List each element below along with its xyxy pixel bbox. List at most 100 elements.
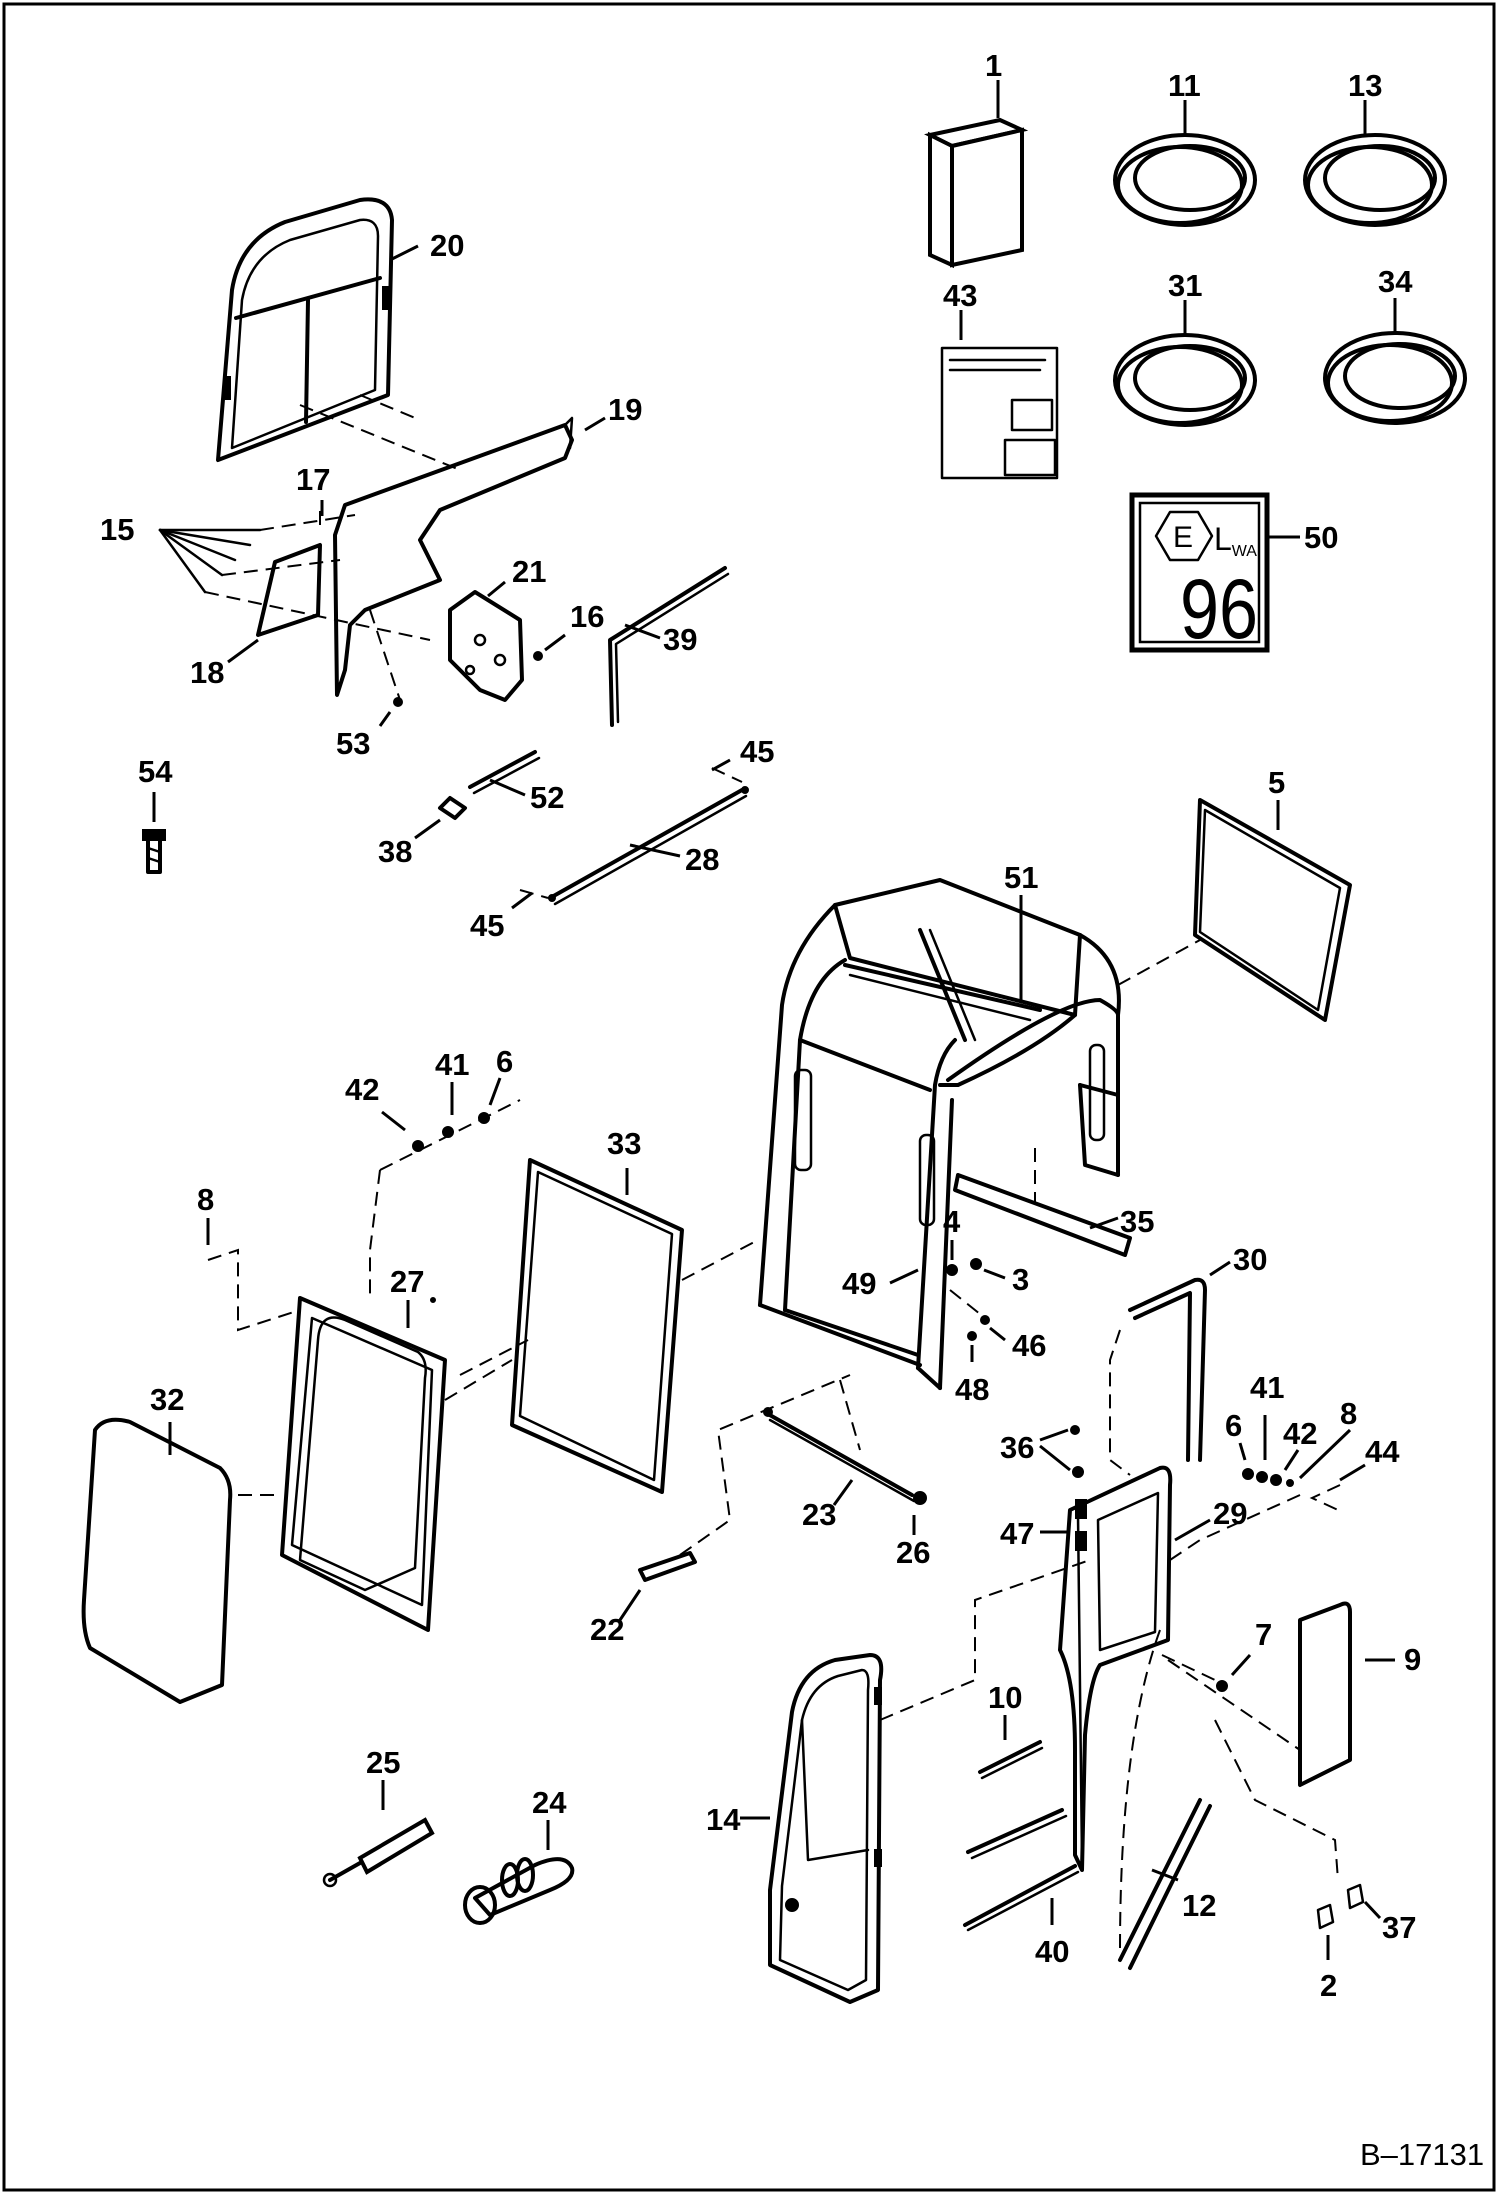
part-28-rail: [548, 788, 748, 906]
callout-13: 13: [1348, 68, 1382, 103]
part-3-nut: [970, 1258, 1006, 1280]
callout-36: 36: [1000, 1430, 1034, 1465]
callout-24: 24: [532, 1785, 567, 1820]
part-46-screw: [949, 1289, 1006, 1342]
callout-54: 54: [138, 754, 173, 789]
part-48-screw: [967, 1331, 977, 1362]
part-15-screws: [158, 514, 431, 641]
part-10-strip: [978, 1715, 1044, 1780]
part-7-screw: [1161, 1653, 1252, 1692]
part-18-plate: [227, 543, 322, 664]
callout-45-bottom: 45: [470, 908, 504, 943]
part-50-sound-decal: E LWA 96: [1129, 492, 1300, 656]
callout-31: 31: [1168, 268, 1202, 303]
callout-labels: 1 11 13 43 31 34 50 20 19 17 15 21 16 39…: [100, 48, 1421, 2003]
callout-3: 3: [1012, 1262, 1029, 1297]
part-43-manual: [940, 310, 1059, 480]
callout-4: 4: [943, 1204, 961, 1239]
callout-8-left: 8: [197, 1182, 214, 1217]
part-6-nut-right: [1238, 1442, 1254, 1480]
decal-symbol: E: [1173, 521, 1193, 554]
callout-48: 48: [955, 1372, 989, 1407]
callout-30: 30: [1233, 1242, 1267, 1277]
callout-16: 16: [570, 599, 604, 634]
callout-49: 49: [842, 1266, 876, 1301]
part-35-crossbar: [953, 1148, 1132, 1257]
callout-28: 28: [685, 842, 719, 877]
callout-2: 2: [1320, 1968, 1337, 2003]
part-41-washer-right: [1256, 1415, 1268, 1483]
callout-10: 10: [988, 1680, 1022, 1715]
part-19-rear-panel: [333, 416, 606, 697]
part-13-seal-coil: [1303, 100, 1447, 227]
callout-22: 22: [590, 1612, 624, 1647]
callout-20: 20: [430, 228, 464, 263]
callout-12: 12: [1182, 1888, 1216, 1923]
callout-23: 23: [802, 1497, 836, 1532]
part-41-washer-left: [442, 1082, 454, 1138]
callout-5: 5: [1268, 765, 1285, 800]
part-39-seal-strip: [608, 566, 730, 727]
callout-34: 34: [1378, 264, 1413, 299]
callout-47: 47: [1000, 1516, 1034, 1551]
callout-51: 51: [1004, 860, 1038, 895]
callout-21: 21: [512, 554, 546, 589]
part-9-glass: [1167, 1601, 1395, 1787]
part-44-screw: [1309, 1463, 1366, 1511]
part-32-side-glass: [81, 1417, 233, 1704]
callout-50: 50: [1304, 520, 1338, 555]
part-52-rod: [468, 750, 541, 797]
callout-33: 33: [607, 1126, 641, 1161]
callout-45-top: 45: [740, 734, 774, 769]
part-26-clip: [912, 1491, 927, 1535]
callout-6-right: 6: [1225, 1408, 1242, 1443]
part-36-bushings: [1039, 1425, 1084, 1478]
callout-37: 37: [1382, 1910, 1416, 1945]
callout-25: 25: [366, 1745, 400, 1780]
callout-15: 15: [100, 512, 134, 547]
callout-1: 1: [985, 48, 1002, 83]
part-8-screw-right: [1286, 1428, 1352, 1487]
part-37-decal: [1214, 1719, 1382, 1920]
callout-19: 19: [608, 392, 642, 427]
callout-53: 53: [336, 726, 370, 761]
callout-41-right: 41: [1250, 1370, 1284, 1405]
part-54-bolt: [142, 792, 166, 874]
callout-40: 40: [1035, 1934, 1069, 1969]
part-29-front-frame: [1058, 1465, 1211, 1872]
callout-14: 14: [706, 1802, 741, 1837]
part-5-roof-glass: [1117, 798, 1352, 1022]
callout-6-left: 6: [496, 1044, 513, 1079]
part-22-pad: [618, 1374, 851, 1621]
callout-44: 44: [1365, 1434, 1400, 1469]
part-42-washer-left: [381, 1110, 424, 1152]
decal-value: 96: [1180, 562, 1258, 656]
part-24-latch: [463, 1820, 575, 1925]
part-34-seal-coil: [1323, 298, 1467, 425]
callout-43: 43: [943, 278, 977, 313]
part-27-window-frame: [280, 1296, 447, 1632]
callout-29: 29: [1213, 1496, 1247, 1531]
callout-35: 35: [1120, 1204, 1154, 1239]
drawing-number: B–17131: [1360, 2137, 1484, 2172]
callout-17: 17: [296, 462, 330, 497]
part-16-screw: [533, 633, 566, 661]
callout-18: 18: [190, 655, 224, 690]
part-40-strip: [963, 1864, 1080, 1932]
callout-41-left: 41: [435, 1047, 469, 1082]
part-11-seal-coil: [1113, 100, 1257, 227]
part-1-manual-box: [924, 80, 1029, 269]
part-30-seal: [1109, 1260, 1231, 1476]
callout-7: 7: [1255, 1617, 1272, 1652]
part-14-door: [740, 1653, 884, 2004]
part-12-seal: [1118, 1629, 1212, 1970]
callout-9: 9: [1404, 1642, 1421, 1677]
callout-8-right: 8: [1340, 1396, 1357, 1431]
callout-26: 26: [896, 1535, 930, 1570]
part-42-washer-right: [1270, 1449, 1300, 1486]
part-25-gas-spring: [322, 1780, 435, 1888]
decal-label: LWA: [1214, 521, 1257, 560]
part-45-screws: [511, 758, 749, 910]
